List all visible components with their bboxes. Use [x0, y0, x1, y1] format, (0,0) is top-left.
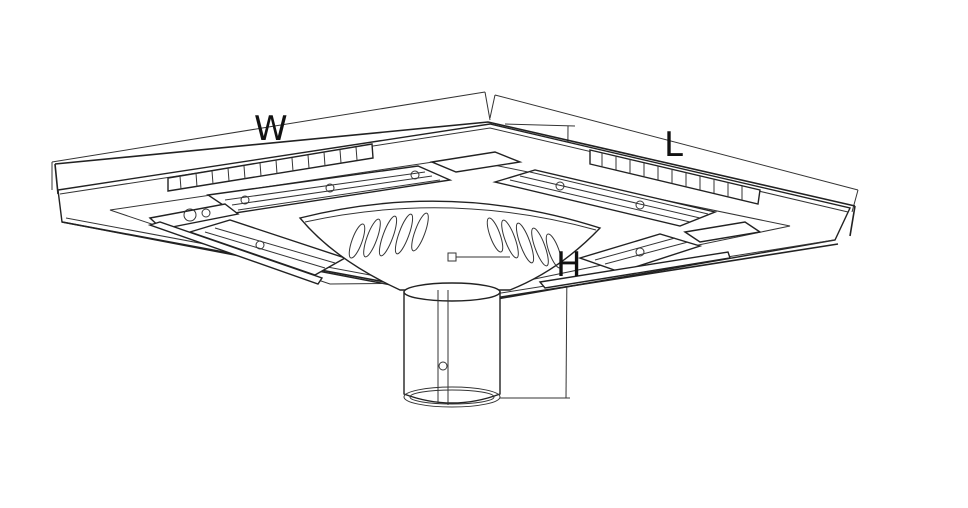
panel-top: [429, 151, 523, 173]
led-module-top-right: [492, 169, 718, 227]
heatsink-dome: [298, 200, 602, 291]
length-dimension: [489, 94, 859, 213]
pole-mount-cylinder: [403, 282, 501, 408]
left-vent-strip: [167, 143, 374, 192]
side-bar-left: [147, 221, 324, 285]
dimension-label-height: H: [556, 245, 582, 285]
side-bar-right: [538, 251, 731, 289]
dimension-label-width: W: [254, 109, 288, 149]
led-module-bottom-right: [577, 233, 703, 273]
panel-right: [683, 221, 762, 243]
right-vent-strip: [589, 149, 761, 205]
dimension-label-length: L: [664, 125, 683, 165]
width-dimension: [51, 91, 491, 190]
